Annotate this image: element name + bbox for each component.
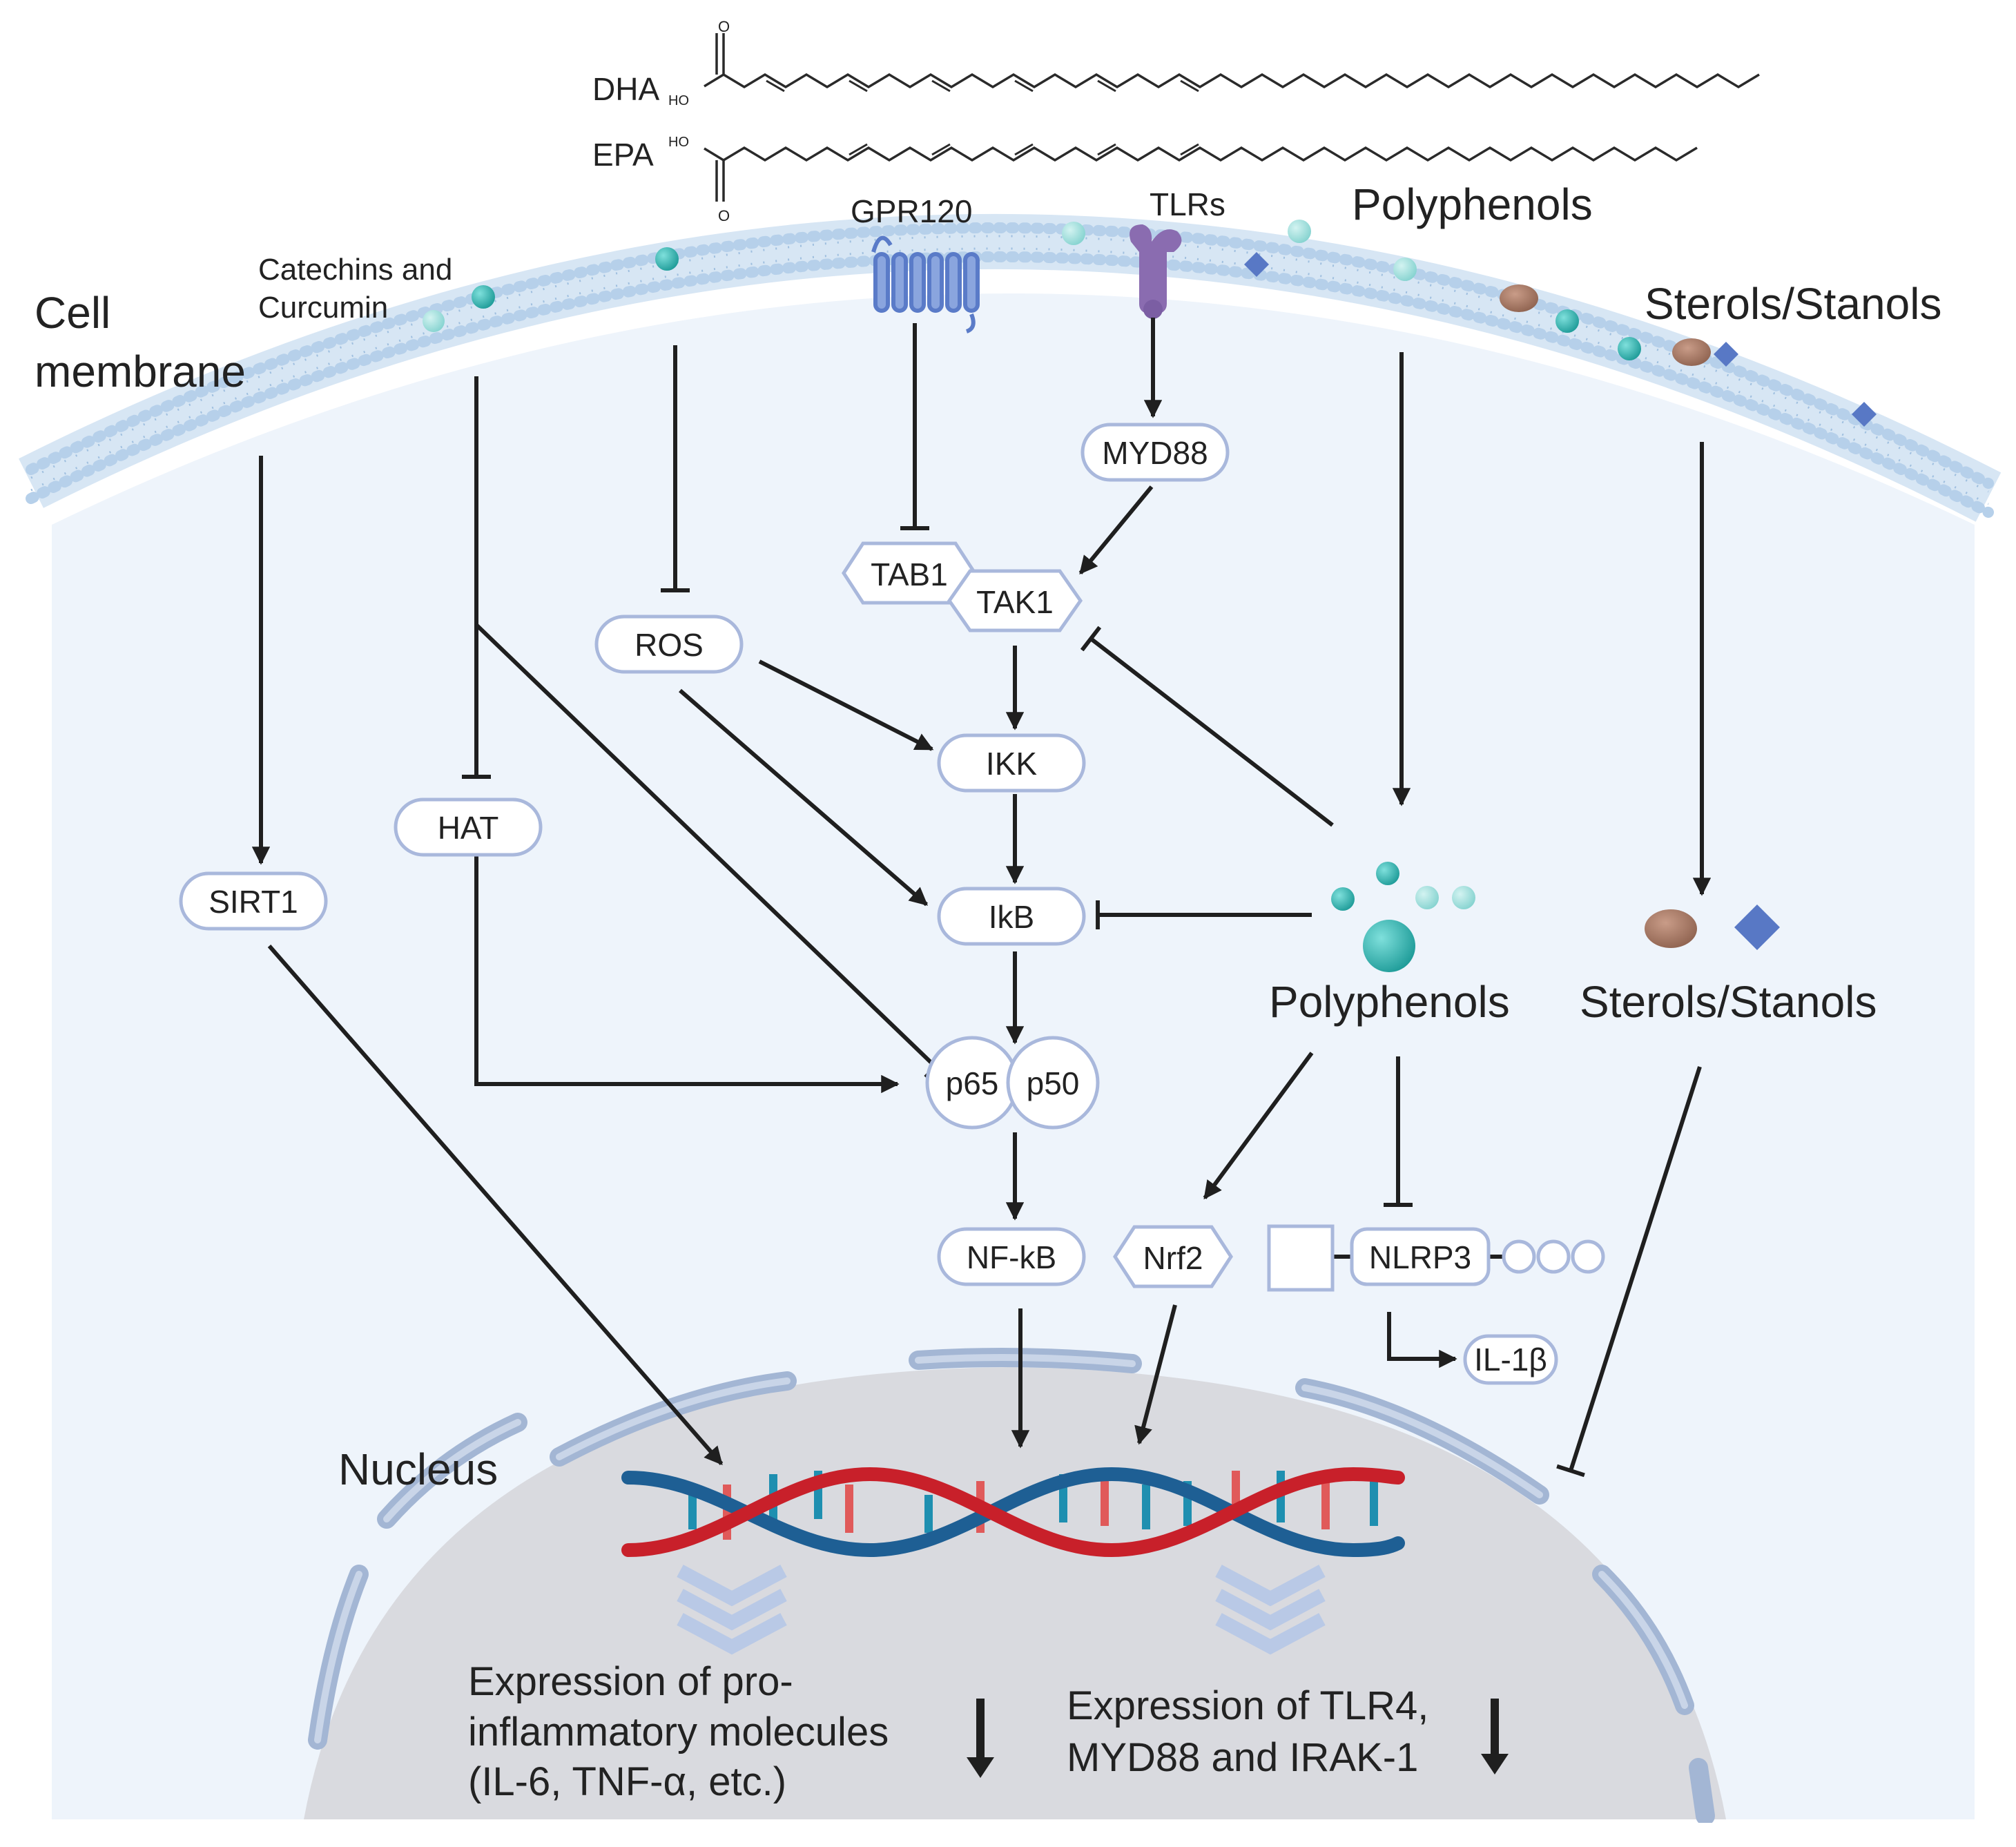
- svg-text:ROS: ROS: [634, 627, 704, 663]
- svg-text:inflammatory molecules: inflammatory molecules: [468, 1710, 889, 1754]
- sterols-top-label: Sterols/Stanols: [1645, 279, 1941, 329]
- svg-text:SIRT1: SIRT1: [209, 884, 298, 920]
- curcumin-label: Curcumin: [258, 291, 388, 325]
- p65-label: p65: [946, 1065, 999, 1101]
- catechins-label: Catechins and: [258, 253, 452, 287]
- expression-chevron-right-icon: [1215, 1565, 1326, 1655]
- membrane-label: membrane: [35, 347, 246, 396]
- polyphenol-cluster: [1331, 862, 1475, 972]
- down-arrow-left-icon: [967, 1699, 994, 1778]
- sirt1-node: SIRT1: [179, 871, 328, 931]
- sterol-cluster: [1645, 905, 1780, 950]
- svg-text:DHA: DHA: [592, 71, 659, 107]
- cell-label: Cell: [35, 288, 110, 338]
- svg-text:(IL-6, TNF-α, etc.): (IL-6, TNF-α, etc.): [468, 1759, 786, 1804]
- ikk-node: IKK: [937, 733, 1086, 793]
- tab1-node: TAB1: [842, 541, 977, 605]
- pathway-edges: [251, 318, 1712, 1478]
- svg-text:MYD88: MYD88: [1102, 435, 1208, 471]
- svg-text:HO: HO: [668, 135, 689, 150]
- outcome-left: Expression of pro- inflammatory molecule…: [468, 1659, 889, 1804]
- dna-helix-icon: [621, 1467, 1405, 1558]
- svg-text:HAT: HAT: [438, 810, 499, 846]
- svg-text:TAB1: TAB1: [871, 557, 948, 592]
- down-arrow-right-icon: [1481, 1699, 1509, 1775]
- polyphenols-top-label: Polyphenols: [1352, 180, 1593, 229]
- hat-node: HAT: [394, 797, 543, 857]
- polyphenol-molecules: [423, 220, 1641, 360]
- tak1-node: TAK1: [947, 569, 1083, 632]
- sterol-molecules: [1244, 252, 1877, 427]
- p50-label: p50: [1027, 1065, 1080, 1101]
- nfkb-node: NF-kB: [937, 1227, 1086, 1286]
- polyphenols-mid-label: Polyphenols: [1269, 977, 1510, 1027]
- expression-chevron-left-icon: [677, 1565, 787, 1655]
- p65-p50-complex: p65 p50: [925, 1036, 1100, 1130]
- nucleus-label: Nucleus: [338, 1444, 498, 1494]
- gpr120-label: GPR120: [851, 193, 972, 229]
- svg-text:O: O: [718, 18, 730, 35]
- svg-text:MYD88 and IRAK-1: MYD88 and IRAK-1: [1067, 1735, 1418, 1780]
- il1b-node: IL-1β: [1463, 1334, 1558, 1385]
- gpr120-receptor-icon: [871, 235, 980, 333]
- myd88-node: MYD88: [1080, 423, 1230, 482]
- nrf2-node: Nrf2: [1113, 1225, 1233, 1288]
- ros-node: ROS: [594, 615, 744, 674]
- outcome-right: Expression of TLR4, MYD88 and IRAK-1: [1067, 1683, 1428, 1780]
- svg-text:HO: HO: [668, 93, 689, 108]
- tlrs-label: TLRs: [1150, 186, 1225, 222]
- dha-structure: DHA HO O: [592, 18, 1760, 108]
- svg-text:NLRP3: NLRP3: [1369, 1239, 1471, 1275]
- epa-structure: EPA HO O: [592, 135, 1698, 224]
- ikb-node: IkB: [937, 887, 1086, 946]
- tlr-receptor-icon: [1130, 224, 1182, 319]
- svg-text:NF-kB: NF-kB: [967, 1239, 1056, 1275]
- svg-text:TAK1: TAK1: [976, 584, 1054, 620]
- svg-text:Nrf2: Nrf2: [1143, 1240, 1203, 1276]
- cytoplasm: [52, 293, 1975, 1819]
- nlrp3-inflammasome: NLRP3: [1267, 1224, 1605, 1292]
- svg-text:Expression of pro-: Expression of pro-: [468, 1659, 793, 1704]
- svg-text:Expression of TLR4,: Expression of TLR4,: [1067, 1683, 1428, 1728]
- svg-text:O: O: [718, 207, 730, 224]
- svg-text:IkB: IkB: [989, 899, 1034, 935]
- svg-text:IKK: IKK: [986, 746, 1037, 782]
- svg-text:IL-1β: IL-1β: [1474, 1342, 1547, 1377]
- svg-text:EPA: EPA: [592, 137, 654, 173]
- sterols-mid-label: Sterols/Stanols: [1580, 977, 1877, 1027]
